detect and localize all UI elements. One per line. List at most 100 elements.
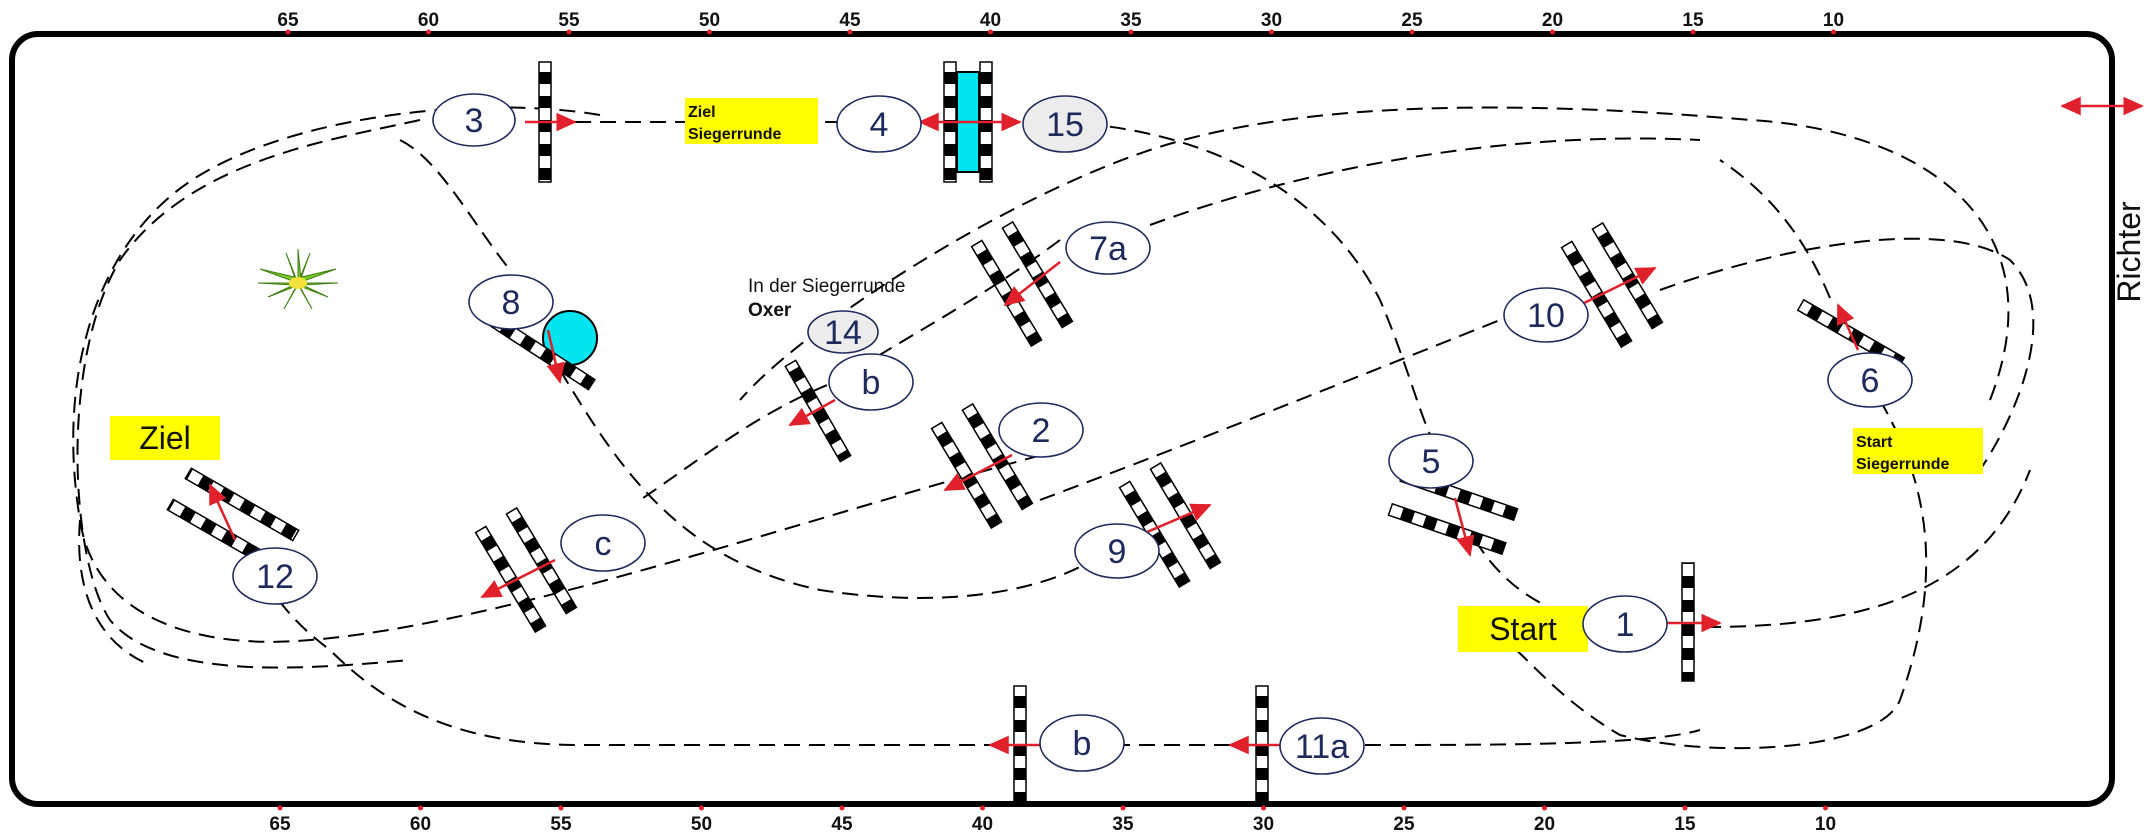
judge-label: Richter <box>2111 201 2147 303</box>
svg-text:15: 15 <box>1046 106 1084 144</box>
scale-top-tick <box>1550 29 1555 35</box>
scale-bottom-tick <box>1120 805 1126 811</box>
svg-text:11a: 11a <box>1295 728 1349 766</box>
scale-bottom-label: 50 <box>691 814 712 834</box>
scale-top-tick <box>1409 29 1415 35</box>
scale-bottom-tick <box>277 805 283 811</box>
scale-top-label: 10 <box>1823 10 1844 31</box>
scale-top-label: 60 <box>418 10 439 31</box>
scale-bottom-label: 65 <box>269 814 291 834</box>
label-b-lower: b <box>1039 714 1125 772</box>
scale-top-tick <box>988 29 993 35</box>
track-10-to-6 <box>1659 237 2035 471</box>
note-line1: In der Siegerrunde <box>748 276 905 297</box>
scale-bottom-label: 60 <box>410 814 431 834</box>
fence-4-15 <box>918 61 1022 183</box>
fence-b-lower <box>988 685 1040 805</box>
track-loop-left <box>72 106 1061 643</box>
scale-bottom-tick <box>699 805 704 811</box>
scale-bottom-label: 20 <box>1534 814 1555 834</box>
scale-top-tick <box>1690 29 1696 35</box>
svg-text:9: 9 <box>1108 533 1127 571</box>
label-b-upper: b <box>828 353 914 411</box>
scale-bottom-tick <box>1401 805 1407 811</box>
label-4: 4 <box>836 95 922 153</box>
label-14: 14 <box>807 310 879 354</box>
scale-bottom-label: 15 <box>1674 814 1696 834</box>
svg-text:b: b <box>1073 725 1092 763</box>
track-b-to-12 <box>269 589 1000 746</box>
sign-start-siegerrunde-line1: Start <box>1856 434 1893 451</box>
label-5: 5 <box>1388 433 1474 489</box>
sign-ziel: Ziel <box>110 416 220 460</box>
svg-text:3: 3 <box>465 102 484 140</box>
fence-2 <box>930 402 1034 530</box>
scale-bottom-label: 25 <box>1393 814 1415 834</box>
track-15-to-5 <box>1059 121 1441 456</box>
scale-bottom-tick <box>558 805 564 811</box>
fence-1 <box>1665 562 1722 682</box>
judge-position: Richter <box>2060 96 2147 303</box>
sign-ziel-siegerrunde-line2: Siegerrunde <box>688 126 781 143</box>
label-1: 1 <box>1582 595 1668 653</box>
label-6: 6 <box>1827 352 1913 408</box>
scale-bottom-tick <box>1261 805 1266 811</box>
track-2-to-3 <box>739 106 2010 401</box>
label-10: 10 <box>1503 287 1589 343</box>
scale-bottom-tick <box>1823 805 1828 811</box>
fence-b-upper <box>784 359 852 463</box>
scale-bottom-label: 55 <box>550 814 572 834</box>
plant-decoration <box>257 248 339 310</box>
svg-text:1: 1 <box>1616 606 1635 644</box>
sign-start-siegerrunde: Start Siegerrunde <box>1853 428 1983 474</box>
note-line2: Oxer <box>748 300 792 321</box>
label-2: 2 <box>998 402 1084 458</box>
scale-bottom-label: 40 <box>972 814 993 834</box>
fence-11a <box>1228 685 1280 805</box>
scale-bottom-tick <box>1682 805 1688 811</box>
scale-top-tick <box>285 29 291 35</box>
svg-text:b: b <box>862 364 881 402</box>
svg-text:4: 4 <box>870 106 889 144</box>
scale-top-tick <box>1831 29 1836 35</box>
svg-text:7a: 7a <box>1089 230 1127 268</box>
track-ziel-approach <box>78 519 151 666</box>
scale-top-tick <box>1269 29 1274 35</box>
label-3: 3 <box>432 93 516 147</box>
scale-top-label: 35 <box>1120 10 1142 31</box>
sign-start: Start <box>1458 606 1588 652</box>
scale-top-label: 50 <box>699 10 720 31</box>
track-8-to-9 <box>559 369 1101 599</box>
svg-text:10: 10 <box>1527 297 1565 335</box>
obstacle-labels: 3 4 15 7a 8 14 b 10 6 2 5 c 9 12 1 b 11a <box>232 93 1913 775</box>
track-5-to-1 <box>1474 539 1561 613</box>
sign-start-label: Start <box>1489 611 1557 647</box>
svg-text:c: c <box>595 525 612 563</box>
scale-bottom-label: 30 <box>1253 814 1274 834</box>
svg-text:2: 2 <box>1032 412 1051 450</box>
sign-ziel-siegerrunde-line1: Ziel <box>688 104 716 121</box>
track-6-to-start <box>1504 399 1928 750</box>
label-11a: 11a <box>1279 717 1365 775</box>
label-12: 12 <box>232 547 318 605</box>
sign-start-siegerrunde-line2: Siegerrunde <box>1856 456 1949 473</box>
svg-text:5: 5 <box>1422 443 1441 481</box>
track-1-to-6 <box>1704 469 2031 628</box>
scale-top-label: 65 <box>277 10 299 31</box>
scale-bottom-tick <box>980 805 985 811</box>
track-6-approach <box>1719 159 1831 299</box>
fence-c <box>474 506 578 634</box>
scale-bottom-label: 10 <box>1815 814 1836 834</box>
label-7a: 7a <box>1065 221 1151 275</box>
sign-ziel-label: Ziel <box>139 420 191 456</box>
scale-top-label: 25 <box>1401 10 1423 31</box>
scale-bottom-tick <box>418 805 423 811</box>
scale-top-tick <box>707 29 712 35</box>
scale-top-label: 45 <box>839 10 861 31</box>
arena-border <box>9 31 2115 807</box>
sign-ziel-siegerrunde: Ziel Siegerrunde <box>685 98 818 144</box>
track-outer-left <box>76 119 421 669</box>
